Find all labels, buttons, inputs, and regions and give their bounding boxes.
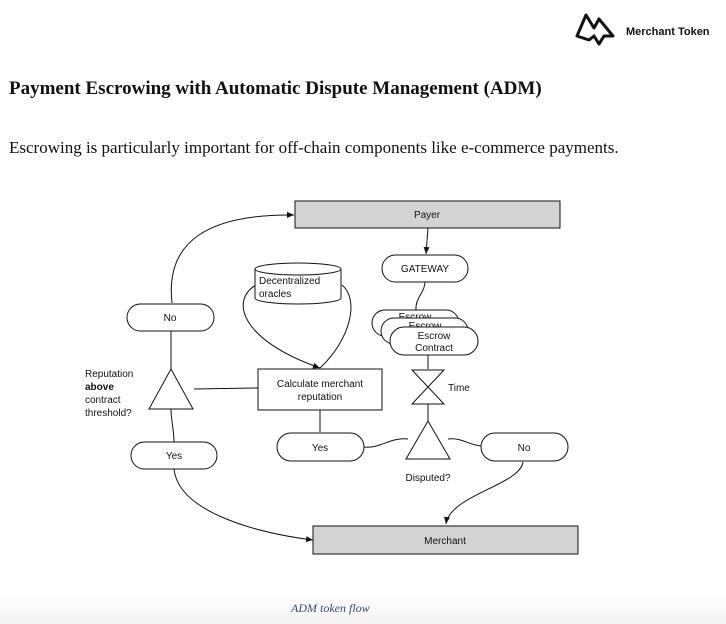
merchant-box: Merchant [312,525,579,555]
svg-text:Calculate merchant: Calculate merchant [277,379,363,390]
svg-text:Disputed?: Disputed? [405,473,450,484]
yes-middle-node: Yes [276,432,365,462]
reputation-threshold-decision: Reputation above contract threshold? [85,367,194,419]
svg-text:reputation: reputation [298,392,342,403]
svg-text:Yes: Yes [312,443,328,454]
svg-text:Yes: Yes [166,451,182,462]
svg-text:Reputation: Reputation [85,369,133,380]
svg-text:threshold?: threshold? [85,408,132,419]
yes-left-node: Yes [130,441,218,470]
svg-text:oracles: oracles [259,289,291,300]
figure-caption: ADM token flow [291,601,370,615]
no-top-node: No [126,303,215,332]
gateway-node: GATEWAY [381,254,469,283]
escrow-contract-stack: Escrow Escrow Escrow Contract [371,309,479,356]
svg-text:No: No [518,443,531,454]
calculate-reputation-box: Calculate merchant reputation [257,368,383,411]
svg-text:Contract: Contract [415,343,453,354]
time-hourglass-icon: Time [410,369,470,405]
decentralized-oracles-cylinder: Decentralized oracles [254,262,342,305]
svg-text:No: No [164,313,177,324]
svg-text:contract: contract [85,395,121,406]
payer-box: Payer [294,200,561,229]
svg-text:Escrow: Escrow [418,331,452,342]
connector-lines [170,211,524,543]
merchant-token-mountain-icon [575,13,615,46]
brand-logo[interactable]: Merchant Token [574,10,724,50]
brand-name: Merchant Token [626,26,710,38]
disputed-decision: Disputed? [405,420,451,484]
svg-text:GATEWAY: GATEWAY [401,264,449,275]
svg-text:above: above [85,382,114,393]
page-title: Payment Escrowing with Automatic Dispute… [9,78,542,99]
svg-text:Merchant: Merchant [424,536,466,547]
intro-paragraph: Escrowing is particularly important for … [9,138,619,157]
no-right-node: No [480,432,569,462]
svg-text:Time: Time [448,383,470,394]
svg-text:Payer: Payer [414,210,441,221]
footer-bar [0,596,726,624]
svg-text:Decentralized: Decentralized [259,276,320,287]
